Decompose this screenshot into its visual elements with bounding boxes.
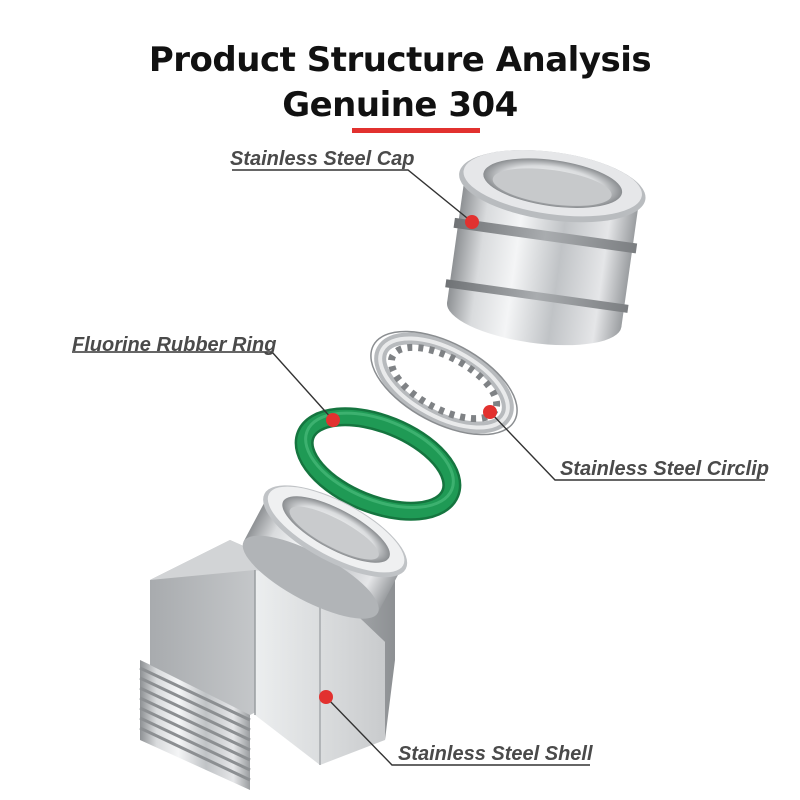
cap-label: Stainless Steel Cap bbox=[230, 148, 415, 170]
circlip-leader-line bbox=[489, 411, 765, 481]
cap-leader-line bbox=[232, 169, 473, 223]
ring-callout-dot bbox=[326, 413, 340, 427]
stainless-steel-cap bbox=[445, 150, 646, 346]
page-subtitle: Genuine 304 bbox=[282, 85, 518, 125]
cap-callout-dot bbox=[465, 215, 479, 229]
shell-leader-line bbox=[325, 696, 590, 766]
shell-label: Stainless Steel Shell bbox=[398, 743, 593, 765]
shell-thread bbox=[139, 660, 251, 790]
ring-leader-line bbox=[72, 351, 334, 421]
leader-lines bbox=[72, 169, 765, 766]
page-title: Product Structure Analysis bbox=[148, 40, 652, 80]
callout-markers bbox=[319, 215, 497, 704]
subtitle-underline bbox=[352, 128, 480, 133]
circlip-callout-dot bbox=[483, 405, 497, 419]
shell-callout-dot bbox=[319, 690, 333, 704]
circlip-label: Stainless Steel Circlip bbox=[560, 458, 769, 480]
ring-label: Fluorine Rubber Ring bbox=[72, 334, 277, 356]
fluorine-rubber-ring bbox=[294, 407, 462, 521]
stainless-steel-shell bbox=[139, 485, 408, 790]
